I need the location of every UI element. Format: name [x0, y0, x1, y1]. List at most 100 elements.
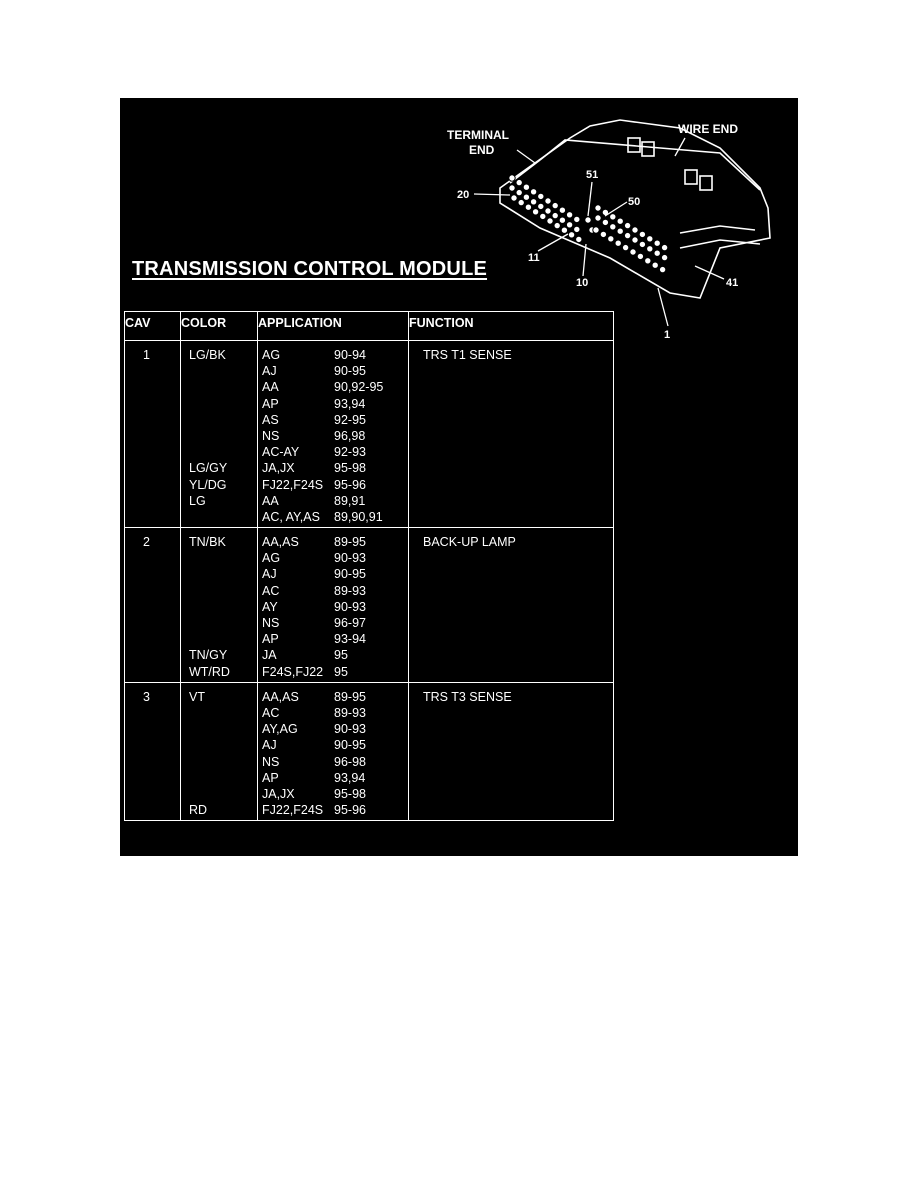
pin-holes [508, 174, 669, 274]
pin-hole [553, 221, 561, 230]
application-model: AY [262, 599, 278, 614]
header-color: COLOR [180, 311, 258, 341]
application-years: 90-95 [334, 567, 366, 582]
pin-hole [636, 252, 645, 261]
wire-color [189, 599, 257, 615]
wire-color [189, 550, 257, 566]
application-years: 95 [334, 648, 348, 663]
application-line: FJ22,F24S 95-96 [262, 477, 408, 493]
header-application: APPLICATION [257, 311, 409, 341]
application-model: AJ [262, 738, 277, 753]
application-model: FJ22,F24S [262, 477, 324, 492]
application-model: FJ22,F24S [262, 803, 324, 818]
pin-hole [644, 257, 652, 265]
application-model: NS [262, 428, 280, 443]
wire-color [189, 566, 257, 582]
application-years: 93,94 [334, 396, 366, 411]
application-years: 95-96 [334, 477, 366, 492]
application-model: AC, AY,AS [262, 509, 320, 524]
label-pin-10: 10 [576, 277, 588, 289]
application-years: 89,91 [334, 493, 366, 508]
wire-color [189, 705, 257, 721]
pin-hole [558, 216, 567, 224]
pin-hole [560, 226, 569, 234]
wire-color [189, 770, 257, 786]
label-pin-51: 51 [586, 169, 598, 181]
pin-hole [660, 243, 669, 252]
application-years: 93-94 [334, 632, 366, 647]
pin-hole [631, 226, 639, 234]
application-years: 90-95 [334, 738, 366, 753]
pin-hole [544, 207, 552, 215]
application-model: AA,AS [262, 535, 299, 550]
label-pin-50: 50 [628, 196, 640, 208]
function-cell: BACK-UP LAMP [408, 527, 614, 683]
wire-color [189, 412, 257, 428]
pin-hole [565, 211, 574, 219]
label-wire-end: WIRE END [678, 122, 738, 136]
wire-color: YL/DG [189, 477, 227, 492]
application-years: 90-94 [334, 348, 366, 362]
header-cav: CAV [124, 311, 181, 341]
application-years: 95-98 [334, 461, 366, 476]
function-text: TRS T3 SENSE [423, 689, 512, 704]
application-model: JA [262, 648, 277, 663]
function-cell: TRS T3 SENSE [408, 681, 614, 822]
pin-hole [515, 188, 523, 197]
pin-hole [599, 230, 608, 239]
application-line: AA,AS 89-95 [262, 534, 408, 550]
application-model: AA [262, 380, 279, 395]
pin-hole [531, 208, 540, 216]
pin-hole [594, 214, 602, 222]
wire-color [189, 396, 257, 412]
cav-number: 1 [143, 348, 150, 362]
pin-hole [646, 235, 654, 243]
application-model: AA,AS [262, 689, 299, 704]
cav-cell: 2 [124, 527, 181, 683]
pin-hole [522, 183, 531, 191]
wire-color [189, 754, 257, 770]
application-model: JA,JX [262, 786, 295, 801]
pin-hole [660, 253, 669, 262]
pin-hole [537, 202, 545, 211]
application-line: AA,AS 89-95 [262, 689, 408, 705]
pin-hole [551, 201, 559, 210]
pin-hole [558, 206, 567, 214]
application-years: 93,94 [334, 770, 366, 785]
pin-hole [629, 248, 637, 256]
cav-cell: 1 [124, 339, 181, 529]
pin-hole [592, 226, 600, 234]
pin-hole [524, 203, 533, 211]
pin-hole [623, 231, 632, 240]
pin-hole [653, 239, 661, 247]
pin-hole [616, 227, 624, 235]
pin-hole [601, 218, 610, 227]
page-title: TRANSMISSION CONTROL MODULE [132, 258, 488, 280]
application-years: 89-95 [334, 535, 366, 550]
application-years: 92-95 [334, 412, 366, 427]
pin-hole [546, 217, 554, 225]
wire-color: TN/GY [189, 648, 228, 663]
pin-hole [529, 198, 538, 206]
pin-hole [539, 212, 547, 221]
pin-hole [515, 178, 523, 187]
pin-hole [575, 235, 583, 244]
application-years: 89-93 [334, 705, 366, 720]
application-years: 89-95 [334, 689, 366, 704]
wire-color: RD [189, 803, 208, 818]
application-line: AJ 90-95 [262, 737, 408, 753]
label-pin-20: 20 [457, 189, 469, 201]
pin-hole [594, 204, 602, 212]
